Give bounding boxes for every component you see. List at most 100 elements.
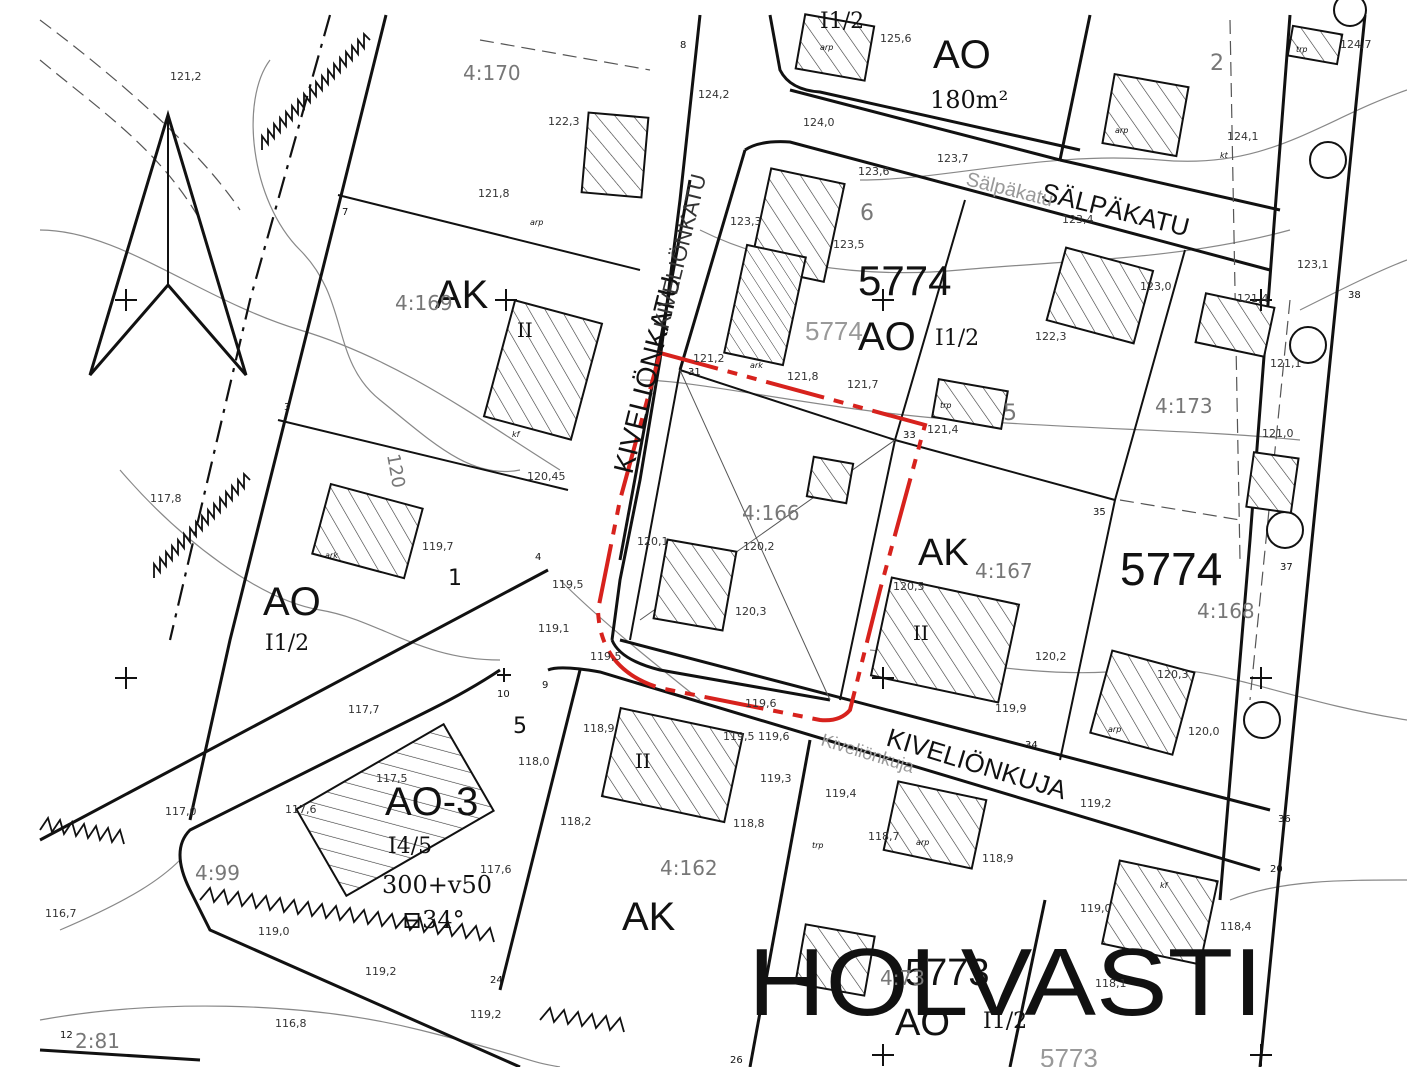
street-label-salpakatu: SÄLPÄKATU xyxy=(1039,177,1193,243)
zone-ao-left-floors: I1/2 xyxy=(265,631,309,656)
elevation: 124,2 xyxy=(698,88,730,101)
symbol-label: ark xyxy=(750,361,763,370)
elevation: 125,6 xyxy=(880,32,912,45)
floor-mark-2: II xyxy=(913,621,929,645)
north-arrow-icon xyxy=(88,109,248,376)
floor-mark-1: II xyxy=(517,318,533,342)
elevation: 120,5 xyxy=(893,580,925,593)
block-number-5774-faded: 5774 xyxy=(805,316,863,346)
elevation: 118,0 xyxy=(518,755,550,768)
point-id: 10 xyxy=(497,689,510,700)
zone-ao-mid-floors: I1/2 xyxy=(935,326,979,351)
zone-ao-mid: AO xyxy=(858,315,916,359)
elevation: 118,1 xyxy=(1095,977,1127,990)
symbol-label: arp xyxy=(1115,126,1128,135)
elevation: 117,6 xyxy=(480,863,512,876)
elevation: 119,1 xyxy=(538,622,570,635)
point-id: 8 xyxy=(680,40,686,51)
elevation: 118,8 xyxy=(733,817,765,830)
symbol-label: trp xyxy=(940,401,952,410)
parcel-id-4-170: 4:170 xyxy=(463,61,521,85)
elevation: 119,6 xyxy=(745,697,777,710)
zone-ao3-roof: ⊟34° xyxy=(402,906,465,934)
elevation: 119,5 xyxy=(590,650,622,663)
block-number-5774-right: 5774 xyxy=(1120,543,1222,595)
elevation: 123,6 xyxy=(858,165,890,178)
zone-ao3-floors: I4/5 xyxy=(388,834,432,859)
elevation: 121,8 xyxy=(478,187,510,200)
point-id: 12 xyxy=(60,1030,73,1041)
elevation: 123,1 xyxy=(1297,258,1329,271)
parcel-id-4-168: 4:168 xyxy=(1197,599,1255,623)
point-id: 33 xyxy=(903,430,916,441)
point-id: 26 xyxy=(730,1055,743,1066)
elevation: 119,5 xyxy=(723,730,755,743)
lot-number-5a: 5 xyxy=(513,714,527,739)
point-id: 35 xyxy=(1093,507,1106,518)
symbol-label: trp xyxy=(1296,45,1308,54)
survey-crosses xyxy=(115,289,1272,1066)
lot-number-5b: 5 xyxy=(1003,401,1017,426)
symbol-label: kt xyxy=(1220,151,1229,160)
parcel-id-4-173: 4:173 xyxy=(1155,394,1213,418)
elevation: 119,2 xyxy=(365,965,397,978)
street-lines xyxy=(39,14,1367,1067)
elevation: 121,1 xyxy=(1270,357,1302,370)
elevation: 119,3 xyxy=(760,772,792,785)
hedge-lines xyxy=(39,31,625,1033)
point-id: 36 xyxy=(1278,814,1291,825)
parcel-id-4-167: 4:167 xyxy=(975,559,1033,583)
point-id: 3 xyxy=(284,402,290,413)
parcel-id-4-73: 4:73 xyxy=(880,966,925,990)
elevation: 120,2 xyxy=(1035,650,1067,663)
elevation: 117,7 xyxy=(348,703,380,716)
symbol-label: arp xyxy=(1108,725,1121,734)
elevation: 124,7 xyxy=(1340,38,1372,51)
elevation: 121,0 xyxy=(1262,427,1294,440)
elevation: 124,0 xyxy=(803,116,835,129)
elevation: 119,7 xyxy=(422,540,454,553)
elevation: 118,7 xyxy=(868,830,900,843)
point-id: 38 xyxy=(1348,290,1361,301)
floor-mark-3: II xyxy=(635,749,651,773)
elevation: 116,7 xyxy=(45,907,77,920)
selected-parcel-boundary xyxy=(595,350,928,723)
elevation: 120,2 xyxy=(743,540,775,553)
elevation: 117,8 xyxy=(150,492,182,505)
place-name-label: HOLVASTI xyxy=(748,929,1263,1036)
point-id: 34 xyxy=(1025,740,1038,751)
contour-value-120: 120 xyxy=(382,452,409,489)
elevation: 120,45 xyxy=(527,470,566,483)
zone-ao-bottom: AO xyxy=(895,1002,950,1044)
lot-number-1: 1 xyxy=(448,566,462,591)
block-number-5774-top: 5774 xyxy=(858,257,951,304)
elevation: 119,6 xyxy=(758,730,790,743)
zone-ao-top-area: 180m² xyxy=(930,86,1008,114)
elevation: 120,0 xyxy=(1188,725,1220,738)
zone-ak-mid: AK xyxy=(918,532,969,574)
elevation: 123,4 xyxy=(1062,213,1094,226)
symbol-label: arp xyxy=(820,43,833,52)
elevation: 123,5 xyxy=(833,238,865,251)
elevation: 117,6 xyxy=(285,803,317,816)
elevation: 119,0 xyxy=(1080,902,1112,915)
lot-lines xyxy=(277,194,1186,761)
parcel-id-4-169: 4:169 xyxy=(395,291,453,315)
zone-ao-left: AO xyxy=(263,580,321,624)
elevation: 118,9 xyxy=(982,852,1014,865)
elevation: 121,2 xyxy=(170,70,202,83)
elevation: 120,3 xyxy=(1157,668,1189,681)
zone-ao-top: AO xyxy=(933,33,991,77)
buildings xyxy=(295,13,1344,997)
point-id: 20 xyxy=(1270,864,1283,875)
elevation: 118,4 xyxy=(1220,920,1252,933)
zone-ao3: AO-3 xyxy=(385,780,478,824)
elevation: 121,4 xyxy=(927,423,959,436)
elevation: 122,3 xyxy=(548,115,580,128)
elevation: 117,0 xyxy=(165,805,197,818)
elevation: 119,9 xyxy=(995,702,1027,715)
elevation: 117,5 xyxy=(376,772,408,785)
elevation: 121,2 xyxy=(693,352,725,365)
elevation: 118,9 xyxy=(583,722,615,735)
zone-ao-top-floors: I1/2 xyxy=(820,9,864,34)
